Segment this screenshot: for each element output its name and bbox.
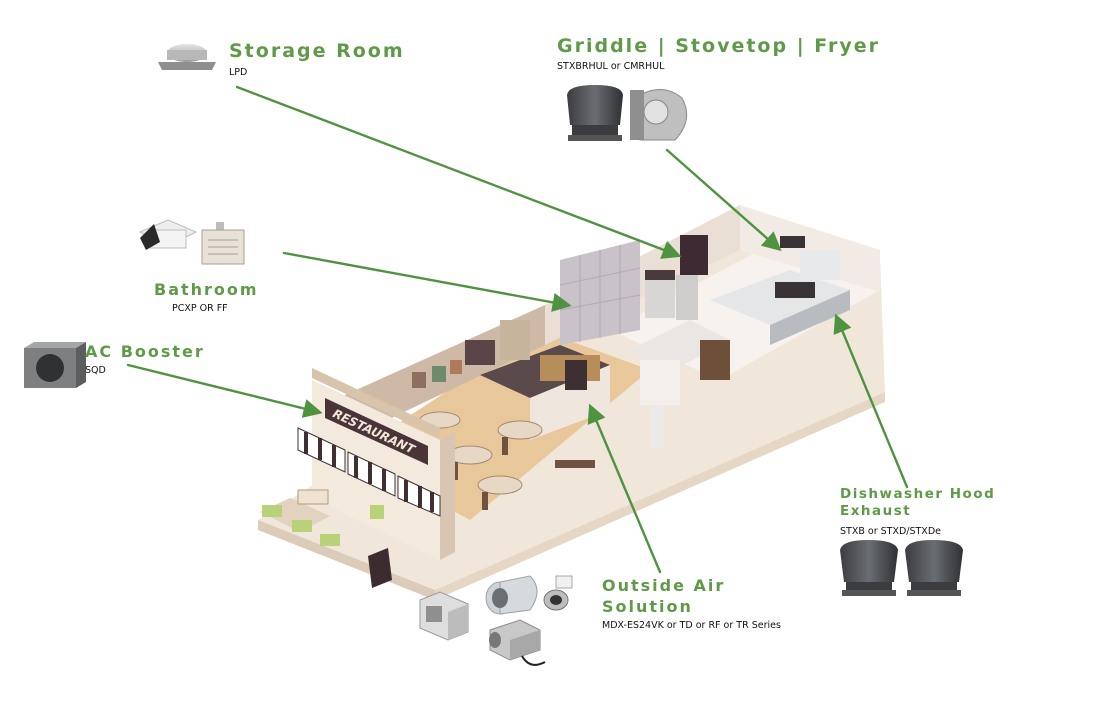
dishwasher-title-line2: Exhaust bbox=[840, 503, 912, 519]
ac-booster-fan-icon bbox=[24, 342, 86, 388]
exhaust-fan-small-icon bbox=[543, 589, 569, 611]
wall-control-icon bbox=[555, 575, 573, 589]
dishwasher-exhaust-fan-1-icon bbox=[840, 540, 898, 596]
outside-air-product: MDX-ES24VK or TD or RF or TR Series bbox=[602, 620, 781, 631]
ac-booster-arrow bbox=[126, 363, 323, 418]
griddle-title: Griddle | Stovetop | Fryer bbox=[557, 35, 881, 57]
bathroom-title: Bathroom bbox=[154, 280, 259, 299]
ac-booster-product: SQD bbox=[85, 365, 106, 376]
restaurant-cutaway: RESTAURANT bbox=[258, 205, 885, 600]
outside-air-arrow bbox=[587, 403, 662, 574]
outside-air-title-line2: Solution bbox=[602, 597, 693, 616]
bathroom-product: PCXP OR FF bbox=[172, 303, 228, 314]
storage-room-fan-icon bbox=[158, 44, 216, 70]
storage-room-arrow bbox=[235, 85, 682, 259]
erv-unit-icon bbox=[419, 591, 469, 641]
damper-box-icon bbox=[489, 619, 546, 666]
outside-air-title-line1: Outside Air bbox=[602, 576, 726, 595]
inline-duct-fan-icon bbox=[485, 575, 538, 615]
storage-room-product: LPD bbox=[229, 67, 248, 78]
griddle-exhaust-fan-icon bbox=[567, 85, 623, 141]
dishwasher-title-line1: Dishwasher Hood bbox=[840, 486, 996, 502]
bathroom-fan-icon bbox=[138, 219, 198, 250]
dishwasher-product: STXB or STXD/STXDe bbox=[840, 526, 941, 537]
griddle-product: STXBRHUL or CMRHUL bbox=[557, 61, 665, 72]
bathroom-arrow bbox=[282, 251, 572, 312]
storage-room-title: Storage Room bbox=[229, 40, 405, 62]
ceiling-fan-grille-icon bbox=[201, 222, 245, 265]
dishwasher-exhaust-fan-2-icon bbox=[905, 540, 963, 596]
centrifugal-blower-icon bbox=[630, 89, 688, 141]
dishwasher-arrow bbox=[833, 313, 909, 489]
griddle-arrow bbox=[665, 148, 782, 252]
ac-booster-title: AC Booster bbox=[85, 342, 205, 361]
